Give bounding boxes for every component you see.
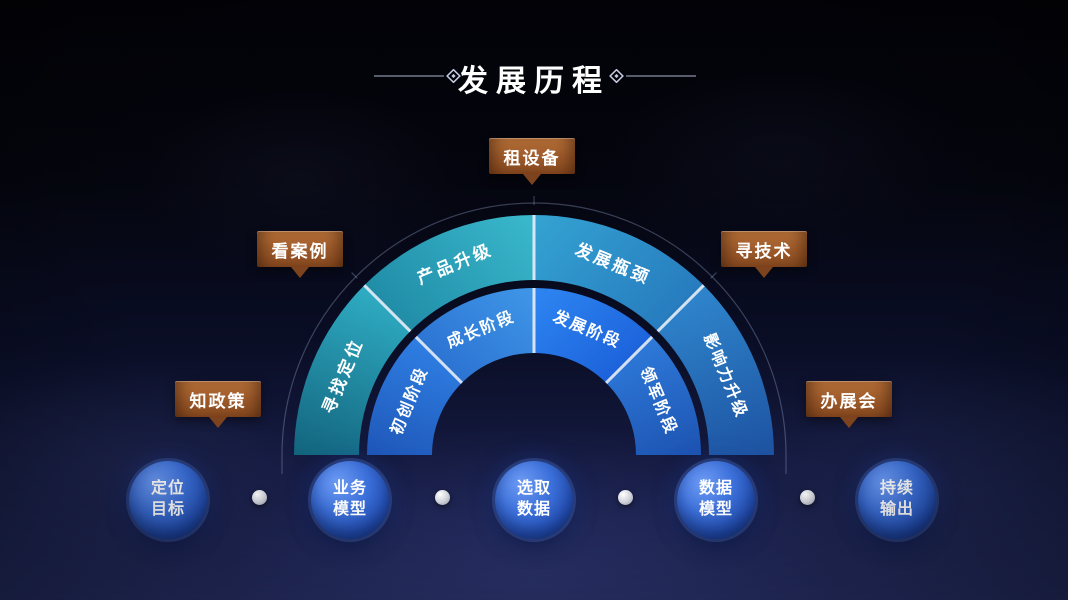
timeline-node-3-line1: 选取 [516,480,551,498]
page-title: 发展历程 [458,65,610,98]
callout-hold-exhibition: 办展会 [806,381,892,417]
timeline-connector-dot [252,490,267,505]
timeline-node-4-line1: 数据 [698,480,733,498]
timeline-node-2-line1: 业务 [332,480,367,498]
arch-inner-segment [415,287,534,383]
timeline-node-5: 持续 输出 [858,461,936,539]
timeline-node-5-line1: 持续 [879,480,914,498]
title-ornament-left [374,69,461,83]
timeline-node-1: 定位 目标 [129,461,207,539]
arch-segment-dividers [363,215,705,384]
callout-rent-equipment: 租设备 [489,138,575,174]
arch-inner-segment [367,336,462,455]
timeline-node-5-line2: 输出 [879,501,914,518]
callout-know-policy-label: 知政策 [189,391,247,411]
arch-outline-arc [281,196,787,474]
timeline-node-3: 选取 数据 [495,461,573,539]
arch-outer-segment [534,215,704,332]
callout-seek-technology: 寻技术 [721,231,807,267]
arch-outer-segment [294,285,411,455]
timeline-node-2: 业务 模型 [311,461,389,539]
title-ornament-right [609,69,696,83]
callout-view-cases: 看案例 [257,231,343,267]
timeline-node-1-line1: 定位 [150,480,185,498]
callout-seek-technology-label: 寻技术 [735,241,793,261]
callout-rent-equipment-label: 租设备 [503,148,561,168]
arch-inner-segment [534,287,653,383]
timeline-node-4: 数据 模型 [677,461,755,539]
timeline-node-4-line2: 模型 [698,501,733,518]
callout-hold-exhibition-label: 办展会 [820,391,878,411]
timeline-node-2-line2: 模型 [332,501,367,518]
arch-inner-segment [606,336,701,455]
timeline-connector-dot [800,490,815,505]
callout-know-policy: 知政策 [175,381,261,417]
arch-outer-segment [657,285,774,455]
timeline-connector-dot [618,490,633,505]
callout-view-cases-label: 看案例 [271,241,329,261]
timeline-node-3-line2: 数据 [516,501,551,518]
arch-outer-segment [364,215,534,332]
timeline-node-1-line2: 目标 [150,501,185,518]
timeline-connector-dot [435,490,450,505]
